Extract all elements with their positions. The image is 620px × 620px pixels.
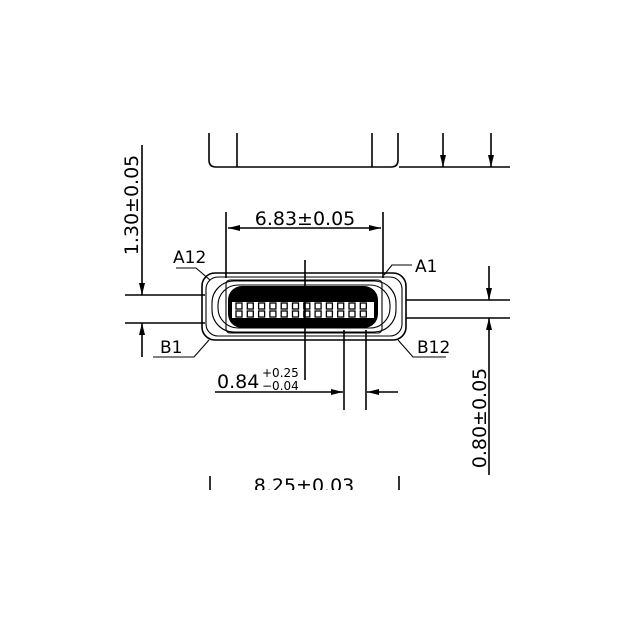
pin-contact	[359, 310, 367, 318]
svg-text:B1: B1	[160, 338, 182, 358]
pin-contact	[325, 310, 334, 318]
dimension-label: 0.80±0.05	[469, 368, 491, 469]
pin-contact	[303, 310, 311, 318]
pin-contact	[246, 302, 254, 310]
svg-text:A1: A1	[415, 257, 437, 277]
pin-row	[235, 302, 367, 318]
pin-contact	[257, 310, 266, 318]
svg-text:B12: B12	[417, 338, 450, 358]
pin-contact	[348, 310, 356, 318]
pin-contact	[291, 310, 300, 318]
svg-text:+0.25: +0.25	[262, 366, 299, 380]
pin-contact	[280, 310, 288, 318]
dimension-width-overall: 8.25±0.03	[209, 475, 400, 497]
pin-contact	[269, 310, 277, 318]
side-view	[208, 133, 510, 168]
pin-contact	[325, 302, 334, 310]
dimension-pitch: 0.84 +0.25 −0.04	[215, 330, 398, 410]
pin-contact	[348, 302, 356, 310]
svg-text:−0.04: −0.04	[262, 379, 299, 393]
pin-contact	[337, 302, 345, 310]
pin-contact	[303, 302, 311, 310]
connector-front-view	[201, 272, 407, 341]
svg-text:0.84: 0.84	[217, 371, 259, 393]
svg-text:8.25±0.03: 8.25±0.03	[254, 475, 355, 497]
pin-label-a12: A12	[173, 248, 211, 281]
dimension-height-tongue: 0.80±0.05	[469, 266, 492, 475]
pin-label-b12: B12	[397, 338, 450, 358]
dimension-label: 6.83±0.05	[255, 208, 356, 230]
pin-contact	[235, 302, 243, 310]
pin-contact	[291, 302, 300, 310]
pin-contact	[235, 310, 243, 318]
pin-label-b1: B1	[153, 338, 210, 358]
pin-contact	[257, 302, 266, 310]
dimension-width-opening: 6.83±0.05	[225, 208, 384, 278]
pin-contact	[314, 310, 322, 318]
pin-label-a1: A1	[383, 257, 437, 277]
pin-contact	[337, 310, 345, 318]
pin-contact	[280, 302, 288, 310]
pin-contact	[246, 310, 254, 318]
dimension-height-total: 1.30±0.05	[121, 145, 145, 357]
pin-contact	[314, 302, 322, 310]
pin-contact	[269, 302, 277, 310]
dimension-label: 1.30±0.05	[121, 155, 143, 256]
pin-contact	[359, 302, 367, 310]
svg-text:A12: A12	[173, 248, 206, 268]
